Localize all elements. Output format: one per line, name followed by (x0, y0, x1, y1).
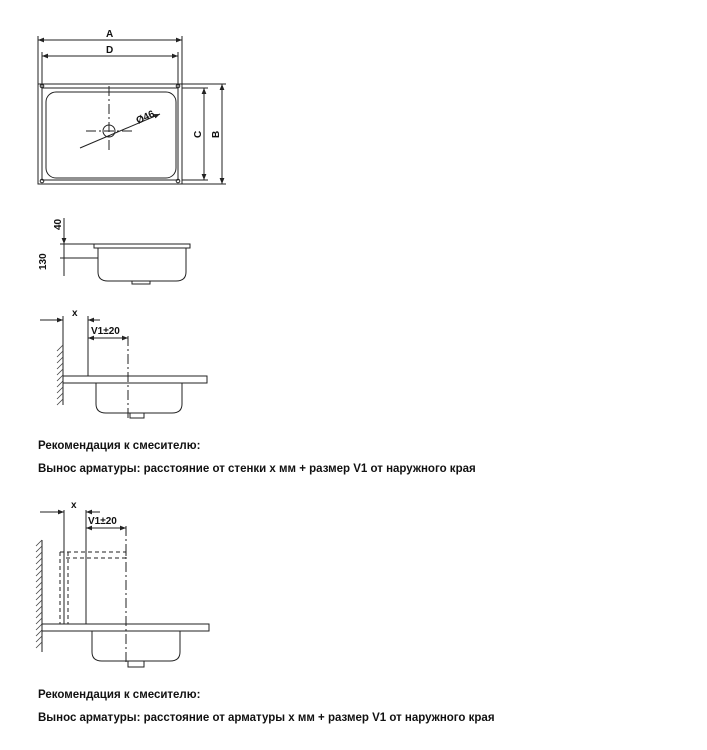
mount1-caption-text: Вынос арматуры: расстояние от стенки x м… (38, 463, 476, 475)
sink-profile-bowl (97, 248, 187, 282)
dim-x-label: x (71, 500, 77, 511)
faucet-outline (59, 551, 127, 624)
sink-outer-rim (37, 83, 183, 185)
mount-diagram-wall (40, 316, 208, 419)
dim-x-label: x (72, 308, 78, 319)
sink-profile-drain (131, 281, 151, 285)
dim-d-label: D (106, 45, 113, 56)
sink-bowl (91, 631, 181, 662)
sink-top-view (37, 36, 226, 185)
mount2-caption-title: Рекомендация к смесителю: (38, 689, 201, 701)
diameter-leader (79, 113, 161, 149)
sink-drain (129, 413, 145, 419)
dim-130-label: 130 (38, 253, 49, 270)
wall-hatch (56, 344, 64, 406)
dim-hole-label: Ø46 (135, 109, 157, 127)
corner-mark (39, 178, 45, 184)
dim-v1-label: V1±20 (88, 516, 117, 527)
sink-bowl (95, 383, 183, 414)
mount2-caption-text: Вынос арматуры: расстояние от арматуры x… (38, 712, 495, 724)
sink-bowl-outline (45, 91, 177, 179)
dim-v1-label: V1±20 (91, 326, 120, 337)
sink-profile-rim (93, 243, 191, 249)
dim-c-label: C (193, 131, 204, 138)
sink-inner-rim (41, 87, 179, 181)
wall-hatch (35, 539, 43, 649)
sink-side-view (60, 218, 191, 285)
mount-diagram-faucet (35, 509, 210, 668)
countertop (62, 375, 208, 384)
corner-mark (175, 178, 181, 184)
sink-drain (127, 661, 145, 668)
dim-40-label: 40 (53, 218, 64, 230)
dim-b-label: B (211, 131, 222, 138)
dim-a-label: A (106, 29, 113, 40)
mount1-caption-title: Рекомендация к смесителю: (38, 440, 201, 452)
